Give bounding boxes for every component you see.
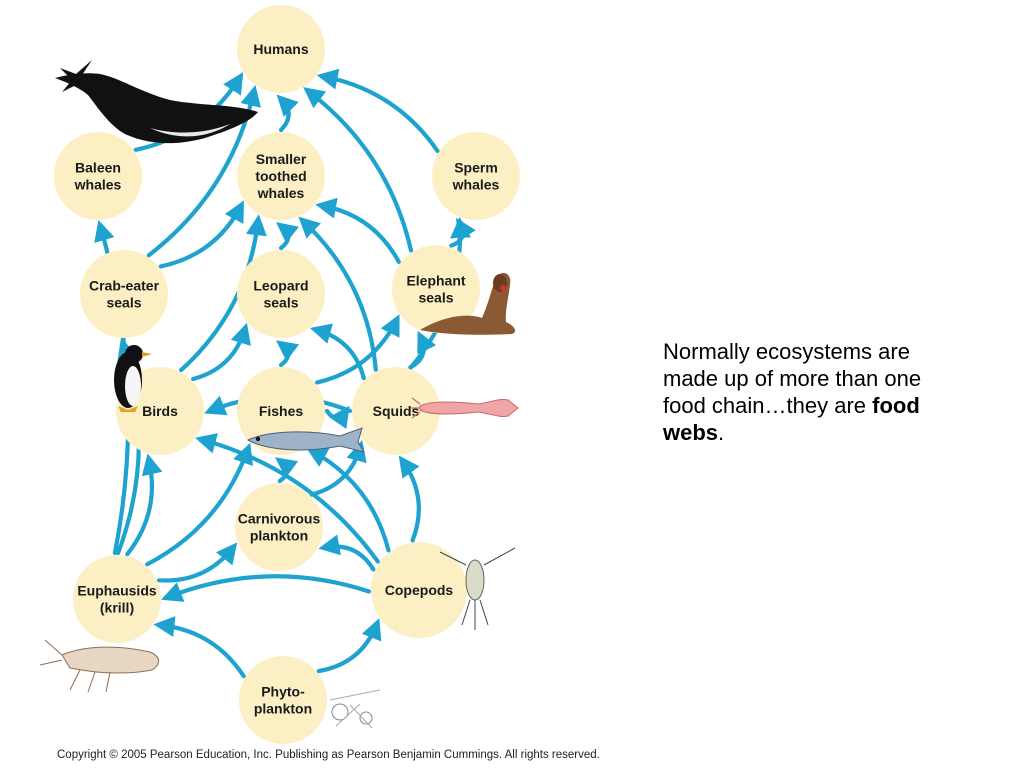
- edge-fishes-to-leopard: [275, 340, 300, 368]
- copepod-illustration: [439, 547, 516, 630]
- node-label-phyto: plankton: [254, 701, 312, 717]
- nodes-layer: HumansBaleenwhalesSmallertoothedwhalesSp…: [54, 5, 520, 744]
- node-circle-euphausids: [73, 555, 161, 643]
- node-circle-elephant: [392, 245, 480, 333]
- explanation-lead: Normally ecosystems are made up of more …: [663, 339, 922, 418]
- phytoplankton-illustration: [329, 689, 381, 729]
- node-label-elephant: seals: [418, 290, 453, 306]
- copyright-credit: Copyright © 2005 Pearson Education, Inc.…: [57, 749, 600, 761]
- baleen-whale-illustration: [55, 60, 258, 144]
- node-circle-carnivorous: [235, 483, 323, 571]
- node-label-smaller: whales: [257, 185, 305, 201]
- edge-euphausids-to-carnivorous: [156, 542, 238, 583]
- node-circle-baleen: [54, 132, 142, 220]
- fish-illustration: [246, 427, 366, 453]
- edge-sperm-to-humans: [316, 68, 440, 153]
- node-label-phyto: Phyto-: [261, 684, 305, 700]
- edge-carnivorous-to-fishes: [275, 457, 299, 484]
- node-circle-smaller: [237, 132, 325, 220]
- edge-copepods-to-birds: [195, 433, 380, 564]
- edge-squids-to-leopard: [309, 323, 366, 381]
- edge-copepods-to-carnivorous: [318, 534, 376, 572]
- node-label-birds: Birds: [142, 403, 178, 419]
- node-label-humans: Humans: [253, 41, 308, 57]
- node-label-euphausids: Euphausids: [77, 583, 157, 599]
- edge-euphausids-to-birds: [125, 453, 163, 557]
- node-label-crab: seals: [106, 295, 141, 311]
- edge-phyto-to-copepods: [316, 618, 382, 674]
- edge-squids-to-smaller: [298, 216, 378, 372]
- node-label-smaller: toothed: [255, 168, 306, 184]
- edge-euphausids-to-fishes: [145, 442, 253, 567]
- elephant-seal-illustration: [420, 273, 516, 335]
- edge-copepods-to-fishes: [305, 447, 391, 553]
- edge-fishes-to-squids: [324, 405, 350, 430]
- node-circle-squids: [352, 367, 440, 455]
- squid-illustration: [410, 397, 519, 419]
- edge-elephant-to-humans: [303, 87, 414, 253]
- node-phyto: Phyto-plankton: [239, 656, 327, 744]
- node-label-fishes: Fishes: [259, 403, 304, 419]
- node-label-elephant: Elephant: [406, 273, 465, 289]
- node-humans: Humans: [237, 5, 325, 93]
- node-label-copepods: Copepods: [385, 582, 454, 598]
- node-circle-sperm: [432, 132, 520, 220]
- node-copepods: Copepods: [371, 542, 467, 638]
- edge-elephant-to-smaller: [315, 197, 401, 264]
- node-label-carnivorous: Carnivorous: [238, 511, 321, 527]
- edge-copepods-to-euphausids: [161, 574, 372, 602]
- edge-carnivorous-to-squids: [309, 440, 367, 497]
- node-circle-crab: [80, 250, 168, 338]
- explanation-tail: .: [718, 420, 725, 445]
- explanation-text: Normally ecosystems are made up of more …: [663, 338, 953, 446]
- edge-fishes-to-elephant: [315, 314, 400, 385]
- node-euphausids: Euphausids(krill): [73, 555, 161, 643]
- node-label-baleen: whales: [74, 177, 122, 193]
- node-circle-leopard: [237, 250, 325, 338]
- node-label-sperm: Sperm: [454, 160, 498, 176]
- node-label-leopard: Leopard: [253, 278, 308, 294]
- edge-birds-to-smaller: [179, 214, 267, 373]
- food-web-diagram: HumansBaleenwhalesSmallertoothedwhalesSp…: [39, 5, 600, 761]
- node-label-squids: Squids: [373, 403, 420, 419]
- edge-crab-to-smaller: [158, 200, 244, 269]
- node-label-baleen: Baleen: [75, 160, 121, 176]
- edge-leopard-to-smaller: [276, 222, 300, 251]
- node-circle-humans: [237, 5, 325, 93]
- node-label-euphausids: (krill): [100, 600, 134, 616]
- explanation-emphasis: food webs: [663, 393, 920, 445]
- node-label-sperm: whales: [452, 177, 500, 193]
- krill-illustration: [39, 639, 159, 693]
- node-circle-copepods: [371, 542, 467, 638]
- edge-phyto-to-euphausids: [153, 616, 246, 679]
- node-label-smaller: Smaller: [256, 151, 307, 167]
- edge-copepods-to-squids: [398, 455, 421, 543]
- node-label-leopard: seals: [263, 295, 298, 311]
- edge-squids-to-elephant: [408, 330, 437, 370]
- node-circle-phyto: [239, 656, 327, 744]
- node-label-crab: Crab-eater: [89, 278, 160, 294]
- node-squids: Squids: [352, 367, 440, 455]
- node-label-carnivorous: plankton: [250, 528, 308, 544]
- penguin-illustration: [114, 345, 152, 412]
- edge-smaller-to-humans: [276, 94, 299, 133]
- edge-birds-to-leopard: [191, 322, 251, 382]
